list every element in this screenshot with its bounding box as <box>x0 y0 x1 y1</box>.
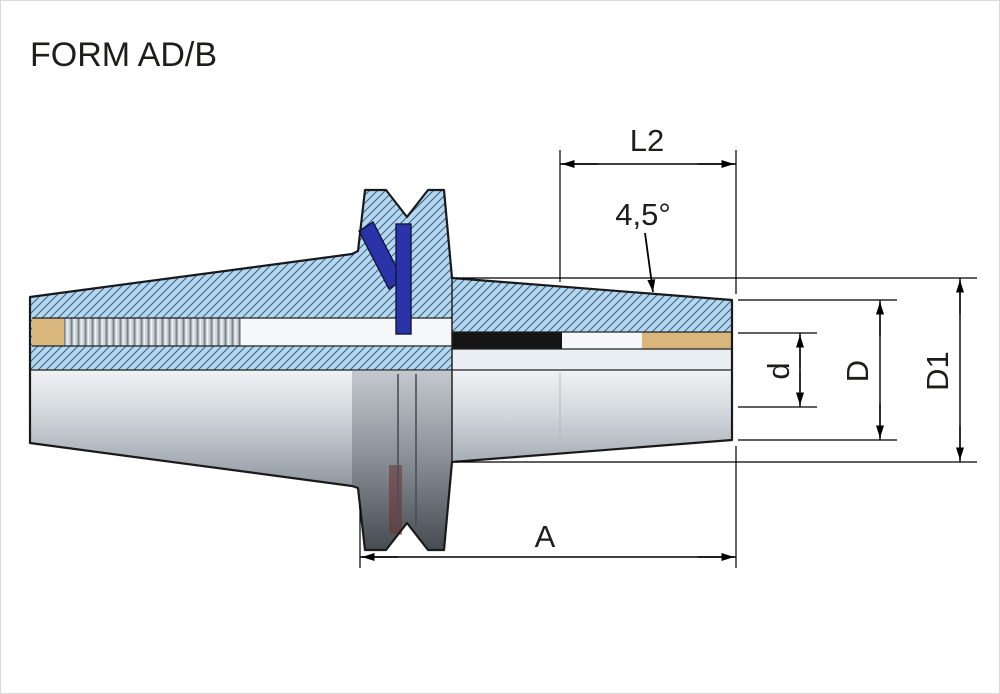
drawing-title: FORM AD/B <box>30 36 217 74</box>
d-label: d <box>761 362 796 379</box>
coolant-screw-vertical <box>395 223 412 335</box>
right-extension-lines <box>456 277 977 463</box>
a-label: A <box>535 519 556 554</box>
locking-section <box>452 332 562 349</box>
bore-lower-wall <box>452 349 732 370</box>
bore-entry-left <box>32 318 64 346</box>
flange-groove-seal <box>389 465 402 535</box>
pull-stud-thread <box>64 318 240 346</box>
l2-dimension <box>559 150 737 294</box>
l2-label: L2 <box>630 123 664 158</box>
bore-surface-front <box>642 332 732 349</box>
lower-half-outline <box>28 370 734 552</box>
angle-leader <box>644 232 656 293</box>
angle-label: 4,5° <box>615 197 671 232</box>
upper-half-outline <box>28 188 734 370</box>
gripper-flange-exterior <box>352 371 452 550</box>
big-d-label: D <box>840 360 875 382</box>
a-dimension <box>359 446 737 568</box>
d1-label: D1 <box>920 351 955 391</box>
